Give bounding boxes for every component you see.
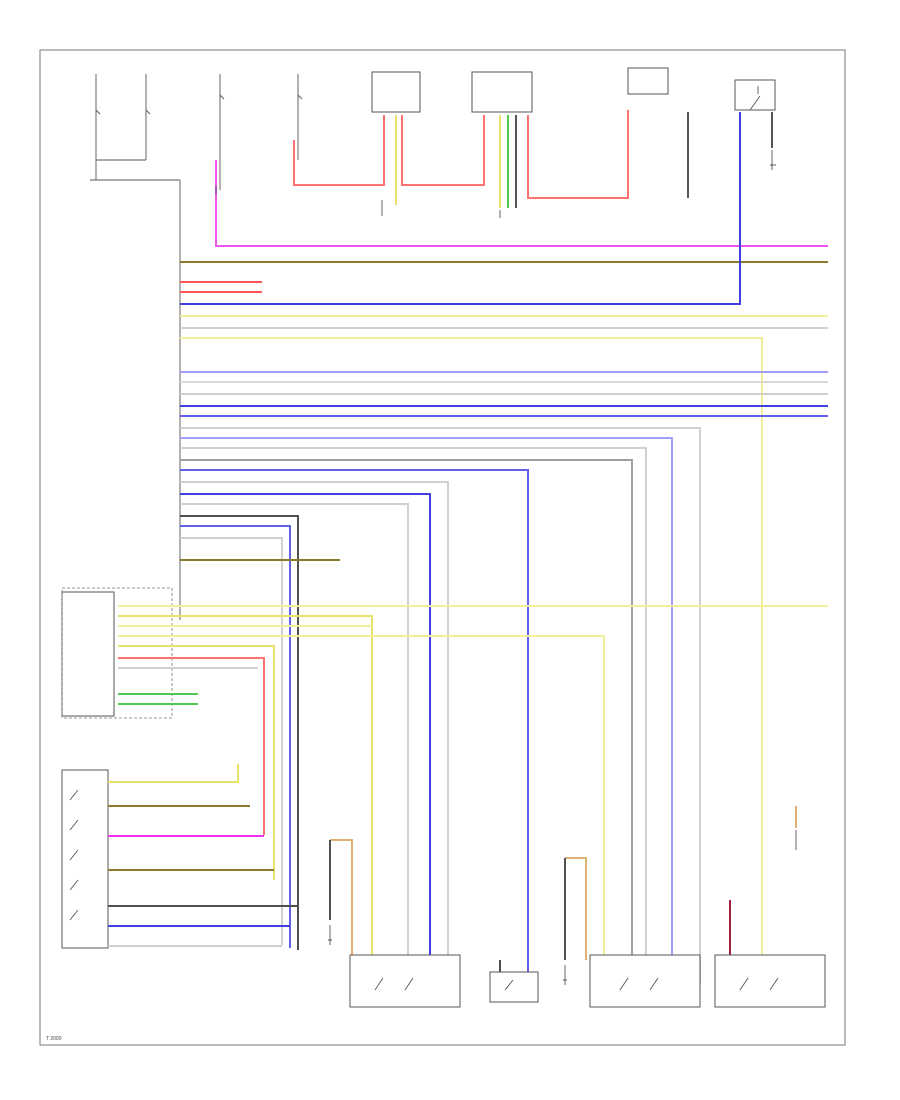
bus-wires bbox=[118, 112, 828, 990]
electronic-module bbox=[61, 591, 115, 717]
hood-switch bbox=[489, 971, 539, 1003]
fuse-area bbox=[90, 74, 303, 620]
switch-symbols bbox=[69, 789, 779, 991]
module-top-1 bbox=[371, 71, 421, 113]
module-top-4 bbox=[734, 79, 776, 111]
module-top-3 bbox=[627, 67, 669, 95]
diagram-frame bbox=[39, 49, 846, 1046]
module-boundary bbox=[61, 587, 173, 719]
door-lock-motor-rear-left bbox=[589, 954, 701, 1008]
door-switch-module bbox=[61, 769, 109, 949]
figure-id: T 2000 bbox=[46, 1036, 62, 1042]
module-top-2 bbox=[471, 71, 533, 113]
bottom-wires bbox=[329, 806, 797, 978]
ground-symbols bbox=[95, 150, 797, 985]
trunk-lock-motor bbox=[714, 954, 826, 1008]
door-switch-wires bbox=[108, 764, 298, 947]
wires-top bbox=[215, 110, 828, 247]
door-lock-motor-front-right bbox=[349, 954, 461, 1008]
